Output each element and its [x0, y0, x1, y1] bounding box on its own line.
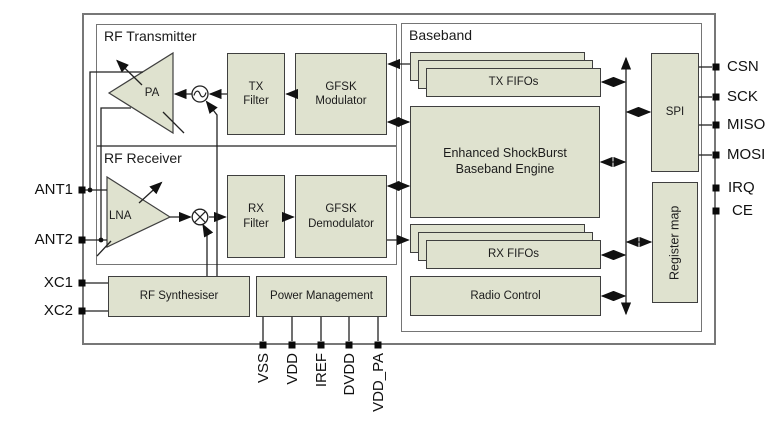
rf-transmitter-title: RF Transmitter [104, 28, 197, 44]
spi-block: SPI [651, 53, 699, 172]
lna-label: LNA [109, 210, 132, 222]
baseband-section-box [401, 23, 702, 332]
rx-fifos-block: RX FIFOs [426, 240, 601, 269]
pin-vddpa-label: VDD_PA [370, 353, 387, 412]
rf-receiver-title: RF Receiver [104, 150, 182, 166]
enhanced-shockburst-engine-block: Enhanced ShockBurst Baseband Engine [410, 106, 600, 218]
chip-outline-box [82, 13, 716, 345]
pin-xc2-label: XC2 [43, 302, 73, 319]
pin-miso-label: MISO [727, 116, 766, 133]
baseband-title: Baseband [409, 27, 473, 43]
pin-vss-label: VSS [255, 353, 272, 384]
tx-filter-block: TX Filter [227, 53, 285, 135]
pin-mosi-label: MOSI [727, 146, 766, 163]
pin-iref-label: IREF [313, 353, 330, 388]
pin-xc1-label: XC1 [43, 274, 73, 291]
pin-csn-label: CSN [727, 58, 759, 75]
pin-dvdd-label: DVDD [341, 353, 358, 396]
pa-label: PA [144, 87, 160, 99]
register-map-label: Register map [667, 205, 682, 280]
rf-receiver-section-box [96, 146, 397, 265]
power-management-block: Power Management [256, 276, 387, 317]
pin-ant2-label: ANT2 [34, 231, 73, 248]
pin-ce-label: CE [732, 202, 753, 219]
pin-vdd-label: VDD [284, 353, 301, 385]
gfsk-modulator-block: GFSK Modulator [295, 53, 387, 135]
pin-sck-label: SCK [727, 88, 758, 105]
register-map-block: Register map [652, 182, 698, 303]
rx-filter-block: RX Filter [227, 175, 285, 258]
gfsk-demodulator-block: GFSK Demodulator [295, 175, 387, 258]
rf-synthesiser-block: RF Synthesiser [108, 276, 250, 317]
tx-fifos-block: TX FIFOs [426, 68, 601, 97]
pin-ant1-label: ANT1 [34, 181, 73, 198]
radio-control-block: Radio Control [410, 276, 601, 316]
pin-irq-label: IRQ [728, 179, 755, 196]
